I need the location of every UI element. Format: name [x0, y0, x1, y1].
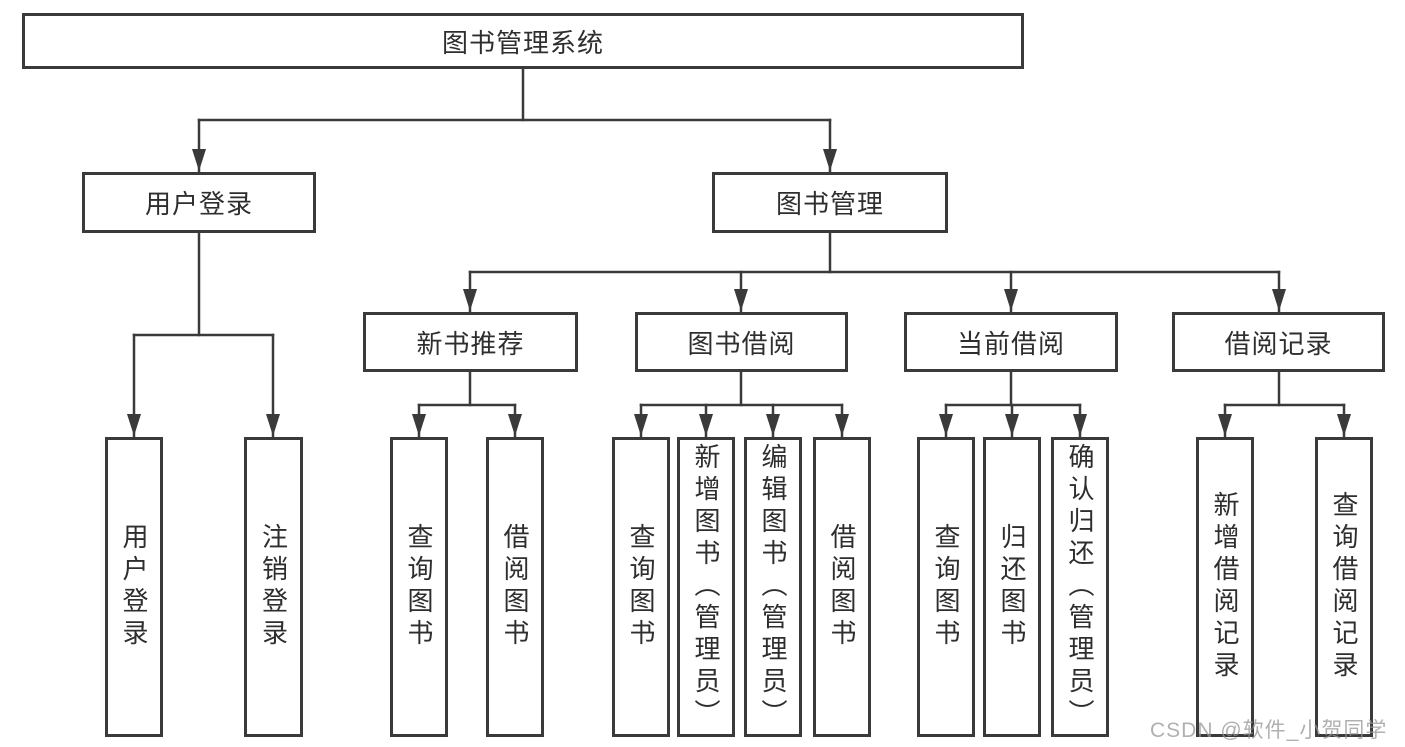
node-label: 新书推荐	[416, 328, 525, 359]
node-borrow-record: 借阅记录	[1172, 312, 1385, 372]
leaf-add-books-admin: 新增图书（管理员）	[677, 437, 735, 737]
node-label: 编辑图书（管理员）	[758, 443, 788, 731]
node-current-borrow: 当前借阅	[904, 312, 1118, 372]
node-new-book-recommend: 新书推荐	[363, 312, 578, 372]
leaf-return-books: 归还图书	[983, 437, 1041, 737]
node-label: 查询图书	[931, 523, 961, 651]
node-label: 借阅图书	[827, 523, 857, 651]
node-label: 当前借阅	[956, 328, 1065, 359]
node-label: 注销登录	[258, 523, 289, 651]
node-label: 新增图书（管理员）	[691, 443, 721, 731]
node-label: 图书借阅	[687, 328, 796, 359]
node-label: 查询借阅记录	[1329, 491, 1359, 683]
leaf-borrow-books-recommend: 借阅图书	[486, 437, 544, 737]
node-label: 用户登录	[119, 523, 149, 651]
node-label: 图书管理	[775, 189, 884, 219]
leaf-query-borrow-record: 查询借阅记录	[1315, 437, 1373, 737]
node-label: 查询图书	[626, 523, 656, 651]
leaf-logout: 注销登录	[244, 437, 303, 737]
leaf-confirm-return-admin: 确认归还（管理员）	[1051, 437, 1109, 737]
leaf-edit-books-admin: 编辑图书（管理员）	[744, 437, 802, 737]
leaf-user-login: 用户登录	[105, 437, 163, 737]
node-book-management: 图书管理	[712, 172, 948, 233]
leaf-query-books-borrow: 查询图书	[612, 437, 670, 737]
leaf-query-books-recommend: 查询图书	[390, 437, 448, 737]
node-label: 借阅图书	[500, 523, 530, 651]
leaf-add-borrow-record: 新增借阅记录	[1196, 437, 1254, 737]
leaf-borrow-books: 借阅图书	[813, 437, 871, 737]
node-label: 借阅记录	[1224, 328, 1333, 359]
leaf-query-books-current: 查询图书	[917, 437, 975, 737]
node-label: 归还图书	[997, 523, 1027, 651]
node-label: 查询图书	[404, 523, 434, 651]
csdn-watermark: CSDN @软件_小贺同学	[1150, 719, 1388, 742]
node-library-system: 图书管理系统	[22, 13, 1024, 69]
node-label: 用户登录	[144, 189, 253, 219]
node-label: 确认归还（管理员）	[1065, 443, 1095, 731]
node-user-login: 用户登录	[82, 172, 316, 233]
node-label: 图书管理系统	[441, 27, 604, 58]
node-book-borrow: 图书借阅	[635, 312, 848, 372]
node-label: 新增借阅记录	[1210, 491, 1240, 683]
